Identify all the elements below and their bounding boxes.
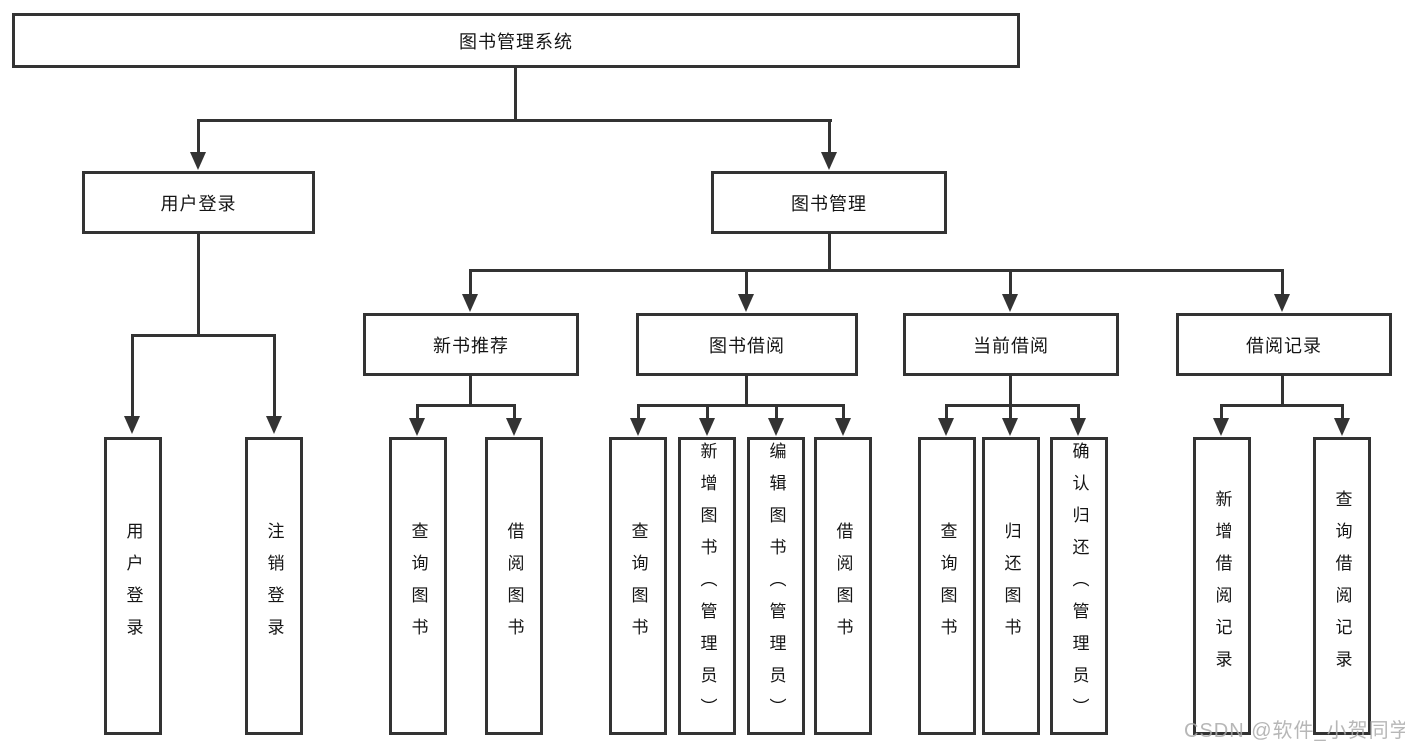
leaf-confirm-return: 确认归还（管理员）	[1050, 437, 1108, 735]
node-book-borrow: 图书借阅	[636, 313, 858, 376]
connector-line	[945, 404, 1080, 407]
connector-line	[842, 404, 845, 419]
leaf-edit-book-label: 编辑图书（管理员）	[766, 442, 786, 730]
arrow-down-icon	[1334, 418, 1350, 436]
arrow-down-icon	[190, 152, 206, 170]
leaf-query-borrow-record-label: 查询借阅记录	[1332, 490, 1352, 682]
arrow-down-icon	[409, 418, 425, 436]
arrow-down-icon	[506, 418, 522, 436]
connector-line	[469, 269, 1284, 272]
connector-line	[1341, 404, 1344, 419]
connector-line	[1009, 376, 1012, 407]
leaf-add-borrow-record-label: 新增借阅记录	[1212, 490, 1232, 682]
arrow-down-icon	[1002, 418, 1018, 436]
connector-line	[131, 334, 134, 418]
connector-line	[416, 404, 419, 419]
leaf-borrow-book-rec: 借阅图书	[485, 437, 543, 735]
leaf-user-login-label: 用户登录	[123, 522, 143, 650]
leaf-user-login: 用户登录	[104, 437, 162, 735]
connector-line	[706, 404, 709, 419]
arrow-down-icon	[738, 294, 754, 312]
arrow-down-icon	[630, 418, 646, 436]
connector-line	[469, 376, 472, 407]
connector-line	[775, 404, 778, 419]
node-new-book-rec-label: 新书推荐	[433, 335, 509, 356]
connector-line	[1281, 376, 1284, 407]
arrow-down-icon	[938, 418, 954, 436]
connector-line	[514, 68, 517, 121]
connector-line	[637, 404, 640, 419]
connector-line	[1220, 404, 1344, 407]
arrow-down-icon	[1070, 418, 1086, 436]
connector-line	[1220, 404, 1223, 419]
leaf-query-borrow-record: 查询借阅记录	[1313, 437, 1371, 735]
connector-line	[828, 234, 831, 272]
node-root-label: 图书管理系统	[459, 31, 573, 52]
leaf-query-book-current: 查询图书	[918, 437, 976, 735]
arrow-down-icon	[821, 152, 837, 170]
leaf-return-book: 归还图书	[982, 437, 1040, 735]
leaf-query-book-borrow: 查询图书	[609, 437, 667, 735]
connector-line	[513, 404, 516, 419]
node-borrow-record-label: 借阅记录	[1246, 335, 1322, 356]
connector-line	[945, 404, 948, 419]
leaf-add-book-label: 新增图书（管理员）	[697, 442, 717, 730]
connector-line	[637, 404, 845, 407]
node-borrow-record: 借阅记录	[1176, 313, 1392, 376]
connector-line	[197, 119, 200, 154]
connector-line	[745, 269, 748, 296]
node-user-login-label: 用户登录	[160, 193, 237, 214]
arrow-down-icon	[835, 418, 851, 436]
node-new-book-rec: 新书推荐	[363, 313, 579, 376]
node-current-borrow: 当前借阅	[903, 313, 1119, 376]
node-root: 图书管理系统	[12, 13, 1020, 68]
leaf-query-book-rec-label: 查询图书	[408, 522, 428, 650]
leaf-logout-label: 注销登录	[264, 522, 284, 650]
connector-line	[416, 404, 516, 407]
connector-line	[1009, 404, 1012, 419]
connector-line	[273, 334, 276, 418]
connector-line	[131, 334, 276, 337]
leaf-query-book-current-label: 查询图书	[937, 522, 957, 650]
leaf-query-book-rec: 查询图书	[389, 437, 447, 735]
node-user-login: 用户登录	[82, 171, 315, 234]
connector-line	[1281, 269, 1284, 296]
leaf-borrow-book-rec-label: 借阅图书	[504, 522, 524, 650]
leaf-query-book-borrow-label: 查询图书	[628, 522, 648, 650]
node-book-borrow-label: 图书借阅	[709, 335, 785, 356]
leaf-edit-book: 编辑图书（管理员）	[747, 437, 805, 735]
arrow-down-icon	[266, 416, 282, 434]
connector-line	[1077, 404, 1080, 419]
leaf-add-borrow-record: 新增借阅记录	[1193, 437, 1251, 735]
arrow-down-icon	[1002, 294, 1018, 312]
arrow-down-icon	[1213, 418, 1229, 436]
connector-line	[1009, 269, 1012, 296]
connector-line	[745, 376, 748, 407]
arrow-down-icon	[768, 418, 784, 436]
leaf-borrow-book-borrow: 借阅图书	[814, 437, 872, 735]
connector-line	[197, 234, 200, 337]
leaf-borrow-book-borrow-label: 借阅图书	[833, 522, 853, 650]
leaf-logout: 注销登录	[245, 437, 303, 735]
connector-line	[828, 119, 831, 154]
node-current-borrow-label: 当前借阅	[973, 335, 1049, 356]
arrow-down-icon	[699, 418, 715, 436]
arrow-down-icon	[462, 294, 478, 312]
csdn-watermark: CSDN @软件_小贺同学	[1184, 720, 1405, 742]
leaf-confirm-return-label: 确认归还（管理员）	[1069, 442, 1089, 730]
node-book-mgmt: 图书管理	[711, 171, 947, 234]
leaf-return-book-label: 归还图书	[1001, 522, 1021, 650]
connector-line	[469, 269, 472, 296]
node-book-mgmt-label: 图书管理	[791, 193, 867, 214]
connector-line	[197, 119, 832, 122]
arrow-down-icon	[1274, 294, 1290, 312]
arrow-down-icon	[124, 416, 140, 434]
leaf-add-book: 新增图书（管理员）	[678, 437, 736, 735]
